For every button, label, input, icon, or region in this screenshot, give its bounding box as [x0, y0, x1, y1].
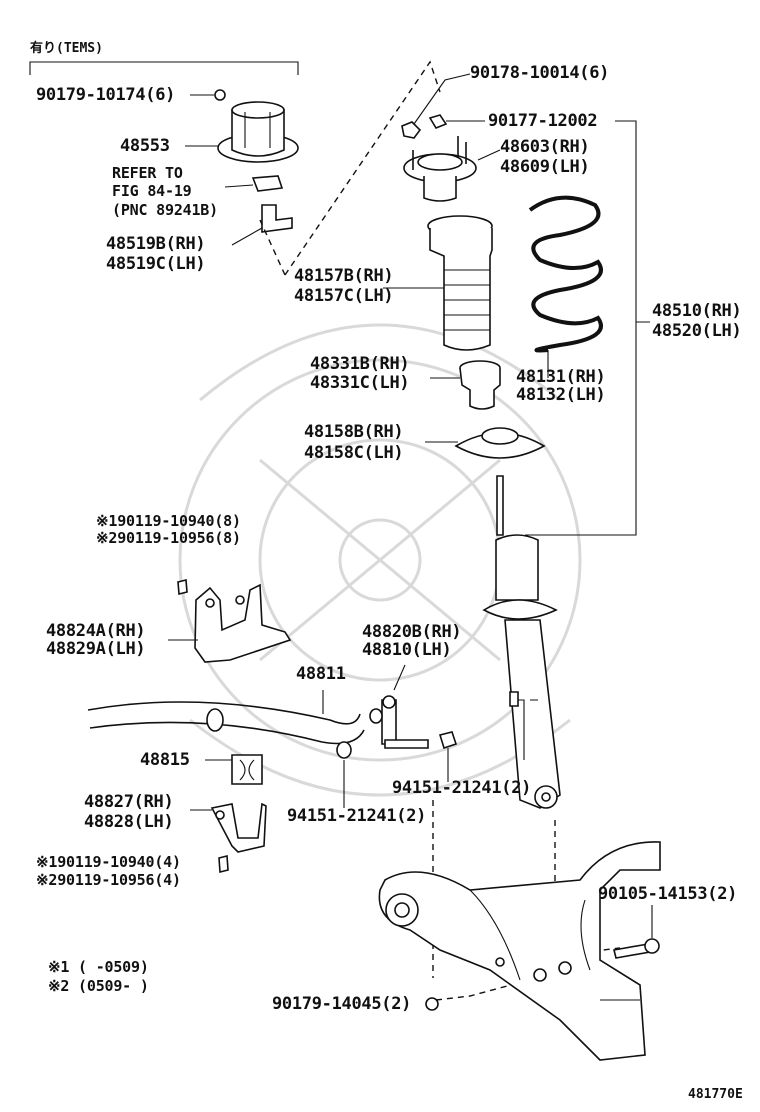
nut-90177-12002 — [428, 114, 485, 129]
footnote-2: ※2 (0509- ) — [48, 977, 149, 995]
tems-bracket — [29, 61, 299, 75]
part-48131: 48131(RH) — [516, 367, 606, 387]
upper-support-48553 — [217, 101, 299, 163]
bolt-note-2a: ※190119-10940(4) — [36, 853, 181, 871]
part-90177-12002: 90177-12002 — [488, 111, 598, 131]
nut-90179-10174 — [190, 89, 226, 101]
part-48331c: 48331C(LH) — [310, 373, 410, 393]
bolt-note-1b: ※290119-10956(8) — [96, 529, 241, 547]
refer-line-2: FIG 84-19 — [112, 182, 192, 200]
leader-48510 — [525, 120, 650, 536]
nut-94151-right — [438, 731, 458, 782]
part-48157b: 48157B(RH) — [294, 266, 394, 286]
part-48158c: 48158C(LH) — [304, 443, 404, 463]
mount-48603 — [403, 136, 501, 202]
bracket-48824 — [168, 578, 292, 663]
refer-line-1: REFER TO — [112, 164, 183, 182]
part-90105-14153: 90105-14153(2) — [598, 884, 738, 904]
bolt-note-2b: ※290119-10956(4) — [36, 871, 181, 889]
nut-90179-14045 — [425, 997, 439, 1011]
part-48811: 48811 — [296, 664, 346, 684]
dashed-connection-upper — [259, 60, 441, 276]
bolt-note-1a: ※190119-10940(8) — [96, 512, 241, 530]
bump-stopper-48331 — [430, 360, 501, 410]
tems-note: 有り(TEMS) — [30, 41, 103, 56]
part-48132: 48132(LH) — [516, 385, 606, 405]
part-48827: 48827(RH) — [84, 792, 174, 812]
part-48824a: 48824A(RH) — [46, 621, 146, 641]
part-48829a: 48829A(LH) — [46, 639, 146, 659]
part-48609: 48609(LH) — [500, 157, 590, 177]
part-48157c: 48157C(LH) — [294, 286, 394, 306]
bracket-48519 — [231, 204, 293, 246]
diagram-id: 481770E — [688, 1087, 743, 1102]
part-48158b: 48158B(RH) — [304, 422, 404, 442]
block-refer-fig — [224, 175, 284, 192]
refer-line-3: (PNC 89241B) — [112, 201, 218, 219]
stabilizer-link-48820 — [369, 664, 429, 749]
part-90178-10014: 90178-10014(6) — [470, 63, 610, 83]
part-48331b: 48331B(RH) — [310, 354, 410, 374]
lower-arm — [378, 841, 661, 1061]
part-48553: 48553 — [120, 136, 170, 156]
coil-spring-48131 — [528, 195, 603, 378]
part-90179-14045: 90179-14045(2) — [272, 994, 412, 1014]
part-48815: 48815 — [140, 750, 190, 770]
part-48810: 48810(LH) — [362, 640, 452, 660]
bellows-48157 — [383, 215, 493, 351]
part-90179-10174: 90179-10174(6) — [36, 85, 176, 105]
shock-absorber-48510 — [482, 475, 561, 809]
stabilizer-bar-48811 — [87, 690, 365, 745]
part-48519b: 48519B(RH) — [106, 234, 206, 254]
part-48519c: 48519C(LH) — [106, 254, 206, 274]
bolt-90105-14153 — [613, 905, 660, 959]
part-48828: 48828(LH) — [84, 812, 174, 832]
part-94151-right: 94151-21241(2) — [392, 778, 532, 798]
bushing-48815 — [205, 754, 263, 785]
part-48603: 48603(RH) — [500, 137, 590, 157]
footnote-1: ※1 ( -0509) — [48, 958, 149, 976]
nut-94151-left — [336, 741, 352, 808]
part-94151-bottom: 94151-21241(2) — [287, 806, 427, 826]
spring-seat-48158 — [425, 427, 546, 459]
part-48820b: 48820B(RH) — [362, 622, 462, 642]
part-48510: 48510(RH) — [652, 301, 742, 321]
nut-90178-10014 — [401, 73, 471, 139]
part-48520: 48520(LH) — [652, 321, 742, 341]
bracket-48827 — [190, 802, 267, 874]
